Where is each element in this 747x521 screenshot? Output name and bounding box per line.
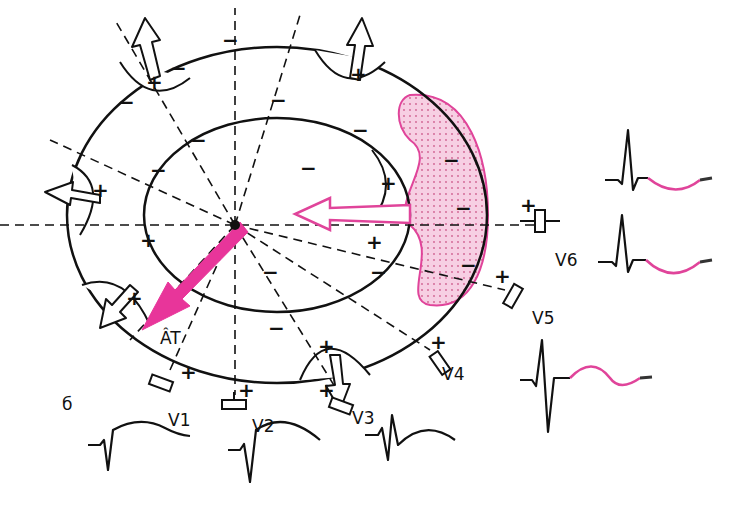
polarity-sign: −	[222, 30, 239, 50]
polarity-sign: −	[300, 158, 317, 178]
polarity-sign: +	[318, 336, 335, 356]
polarity-sign: +	[366, 232, 383, 252]
lead-label: V1	[168, 412, 190, 429]
polarity-sign: −	[118, 92, 135, 112]
polarity-sign: −	[370, 262, 387, 282]
polarity-sign: +	[380, 173, 397, 193]
lead-label: V5	[532, 310, 554, 327]
polarity-sign: +	[140, 230, 157, 250]
lead-label: V2	[252, 418, 274, 435]
polarity-sign: +	[318, 380, 335, 400]
lead-label: б	[62, 396, 72, 413]
polarity-sign: +	[520, 195, 537, 215]
polarity-sign: −	[150, 160, 167, 180]
polarity-sign: −	[270, 90, 287, 110]
polarity-sign: +	[92, 180, 109, 200]
polarity-sign: −	[443, 150, 460, 170]
polarity-sign: −	[268, 318, 285, 338]
polarity-sign: +	[494, 266, 511, 286]
polarity-sign: +	[146, 72, 163, 92]
polarity-sign: −	[352, 120, 369, 140]
polarity-sign: +	[350, 64, 367, 84]
polarity-sign: −	[262, 262, 279, 282]
polarity-sign: +	[238, 380, 255, 400]
polarity-sign: +	[430, 332, 447, 352]
lead-label: ÂT	[160, 330, 181, 347]
polarity-sign: −	[460, 255, 477, 275]
lead-label: V3	[352, 410, 374, 427]
lead-label: V4	[442, 366, 464, 383]
polarity-sign: −	[190, 130, 207, 150]
lead-label: V6	[555, 252, 577, 269]
polarity-sign: +	[180, 362, 197, 382]
polarity-sign: −	[170, 58, 187, 78]
polarity-sign: −	[455, 198, 472, 218]
polarity-sign: +	[126, 288, 143, 308]
